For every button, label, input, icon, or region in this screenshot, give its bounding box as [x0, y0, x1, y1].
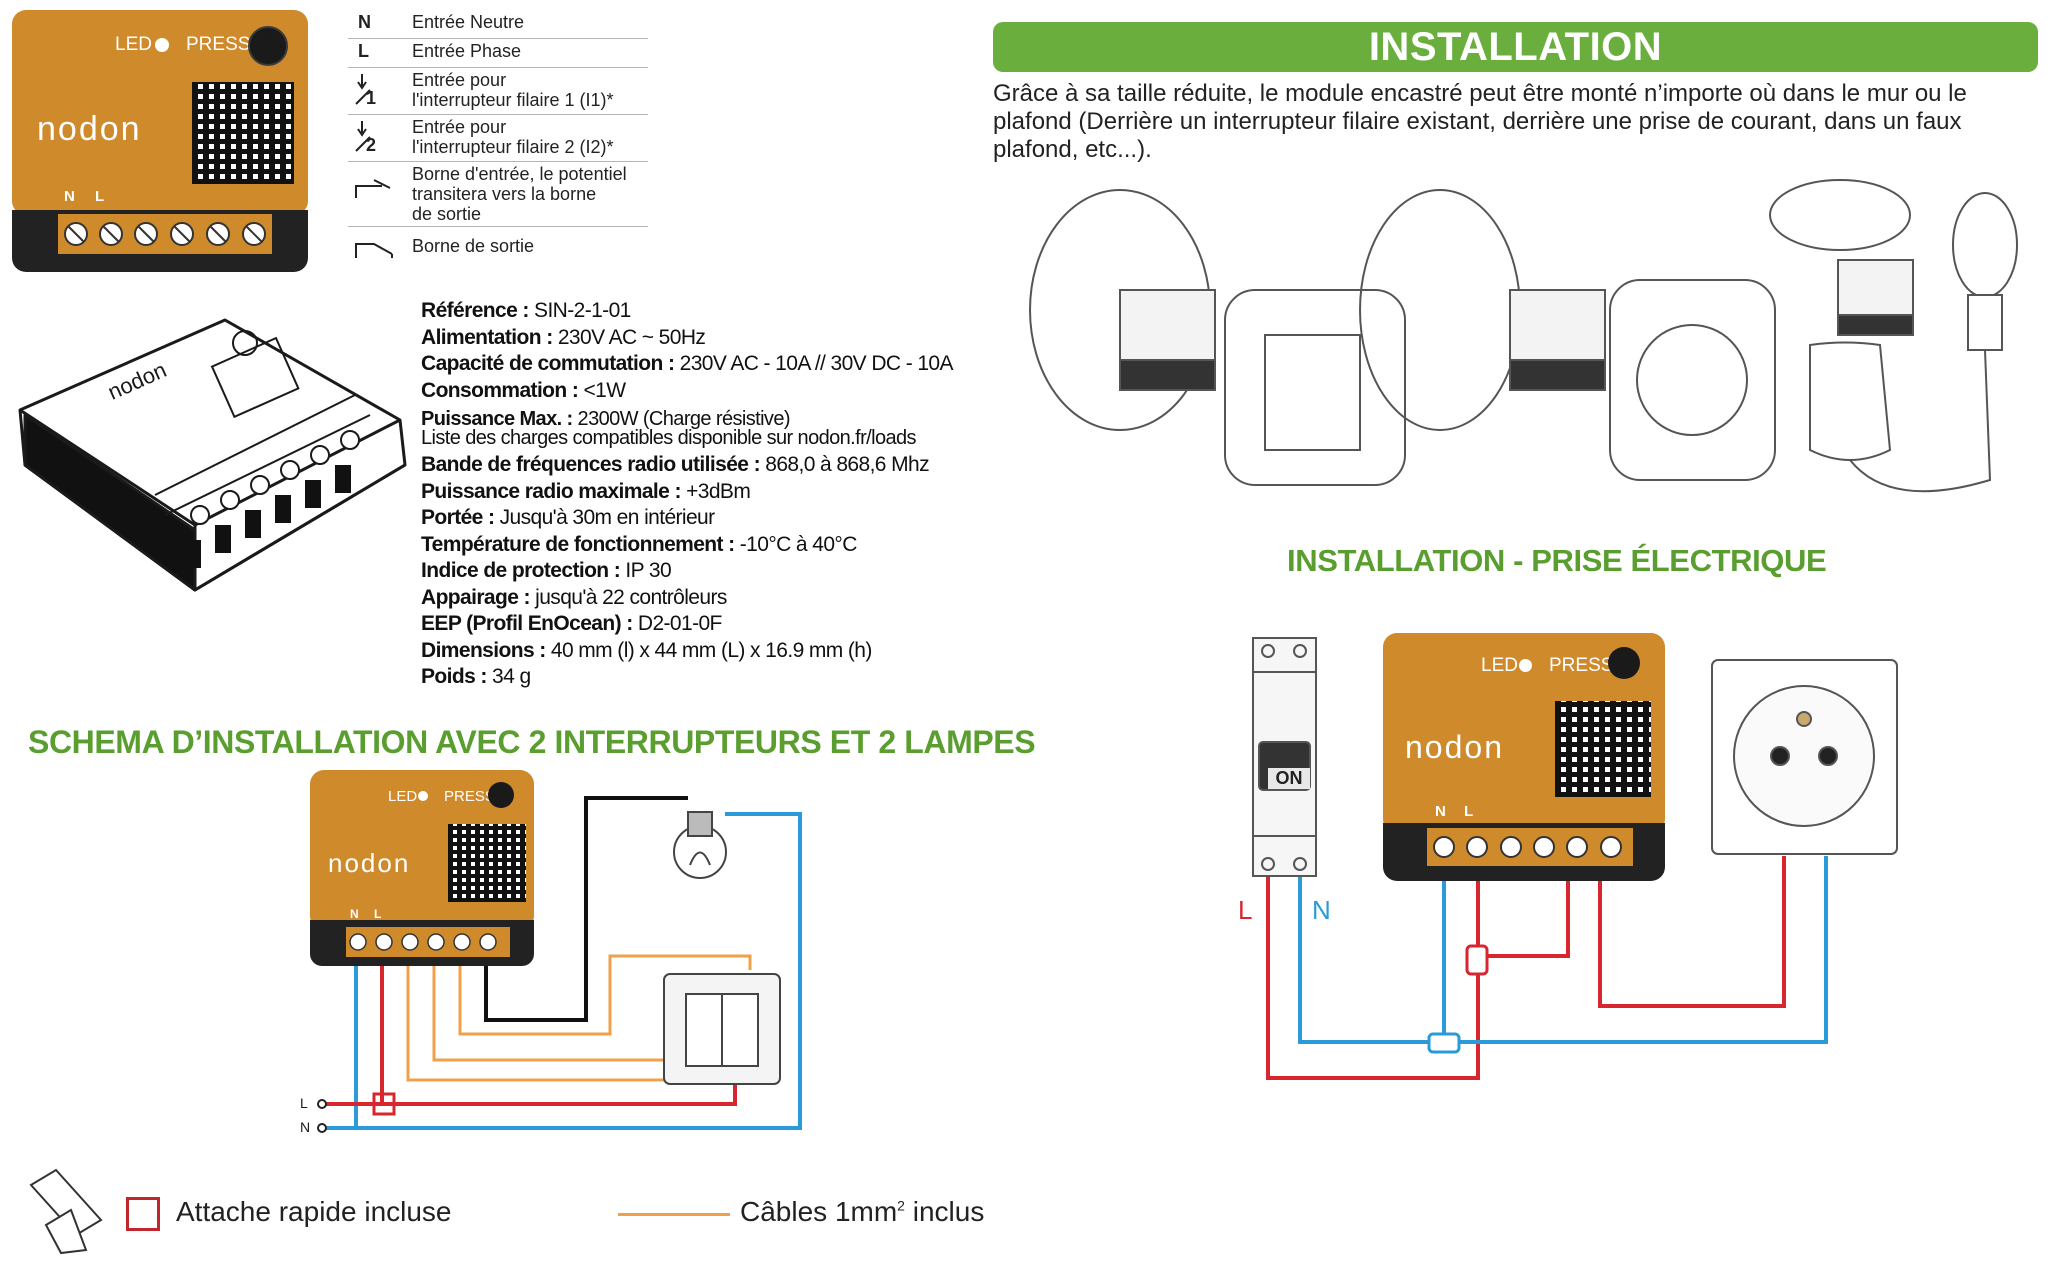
double-switch-icon	[663, 973, 781, 1085]
lamp-icon	[673, 811, 727, 879]
quick-connector-marker	[372, 1092, 396, 1116]
installation-illustrations	[1029, 179, 2018, 493]
led-label: LED	[115, 34, 152, 55]
prise-title: INSTALLATION - PRISE ÉLECTRIQUE	[1287, 543, 1827, 578]
module-isometric-drawing: nodon	[18, 318, 407, 592]
terminal-block	[58, 214, 272, 254]
schema-press-button[interactable]	[488, 782, 514, 808]
specifications: Référence : SIN-2-1-01 Alimentation : 23…	[421, 299, 953, 688]
legend-row-output-terminal: Borne de sortie	[412, 236, 535, 256]
breaker-icon	[1252, 637, 1317, 877]
cables-label: Câbles 1mm2 inclus	[740, 1196, 985, 1227]
qr-code	[192, 82, 294, 184]
schema-n-label: N	[300, 1119, 311, 1135]
prise-module: LED PRESS nodon N L	[1383, 633, 1665, 883]
breaker-on-label: ON	[1268, 768, 1310, 789]
press-label: PRESS	[186, 34, 251, 55]
quick-connector-label: Attache rapide incluse	[176, 1196, 452, 1227]
legend-symbols	[355, 74, 393, 258]
cable-legend-line	[618, 1213, 730, 1216]
press-button[interactable]	[248, 26, 288, 66]
quick-connector-blue	[1427, 1032, 1461, 1054]
qr-code	[1555, 701, 1651, 797]
legend-row-input-terminal: Borne d'entrée, le potentiel transitera …	[348, 164, 648, 227]
legend-row-i2: 2 Entrée pour l'interrupteur filaire 2 (…	[348, 117, 648, 162]
qr-code	[448, 824, 526, 902]
led-indicator	[155, 38, 169, 52]
quick-connector-icon	[29, 1168, 103, 1255]
prise-l-label: L	[1238, 895, 1253, 925]
brand-logo: nodon	[37, 110, 142, 148]
schema-l-label: L	[300, 1095, 308, 1111]
installation-banner: INSTALLATION	[993, 22, 2038, 72]
schema-title: SCHEMA D’INSTALLATION AVEC 2 INTERRUPTEU…	[28, 724, 1036, 760]
outlet-icon	[1711, 659, 1898, 855]
legend-row-n: N Entrée Neutre	[348, 12, 648, 39]
installation-intro: Grâce à sa taille réduite, le module enc…	[993, 80, 1967, 163]
schema-module: LED PRESS nodon N L	[310, 770, 534, 975]
prise-n-label: N	[1312, 895, 1331, 925]
module-front-view: LED PRESS nodon N L	[12, 10, 308, 272]
quick-connector-red	[1465, 944, 1489, 976]
prise-press-button[interactable]	[1608, 647, 1640, 679]
legend-row-i1: 1 Entrée pour l'interrupteur filaire 1 (…	[348, 70, 648, 115]
terminal-screws	[64, 222, 266, 246]
legend-row-l: L Entrée Phase	[348, 41, 648, 68]
quick-connector-legend-box	[126, 1197, 160, 1231]
